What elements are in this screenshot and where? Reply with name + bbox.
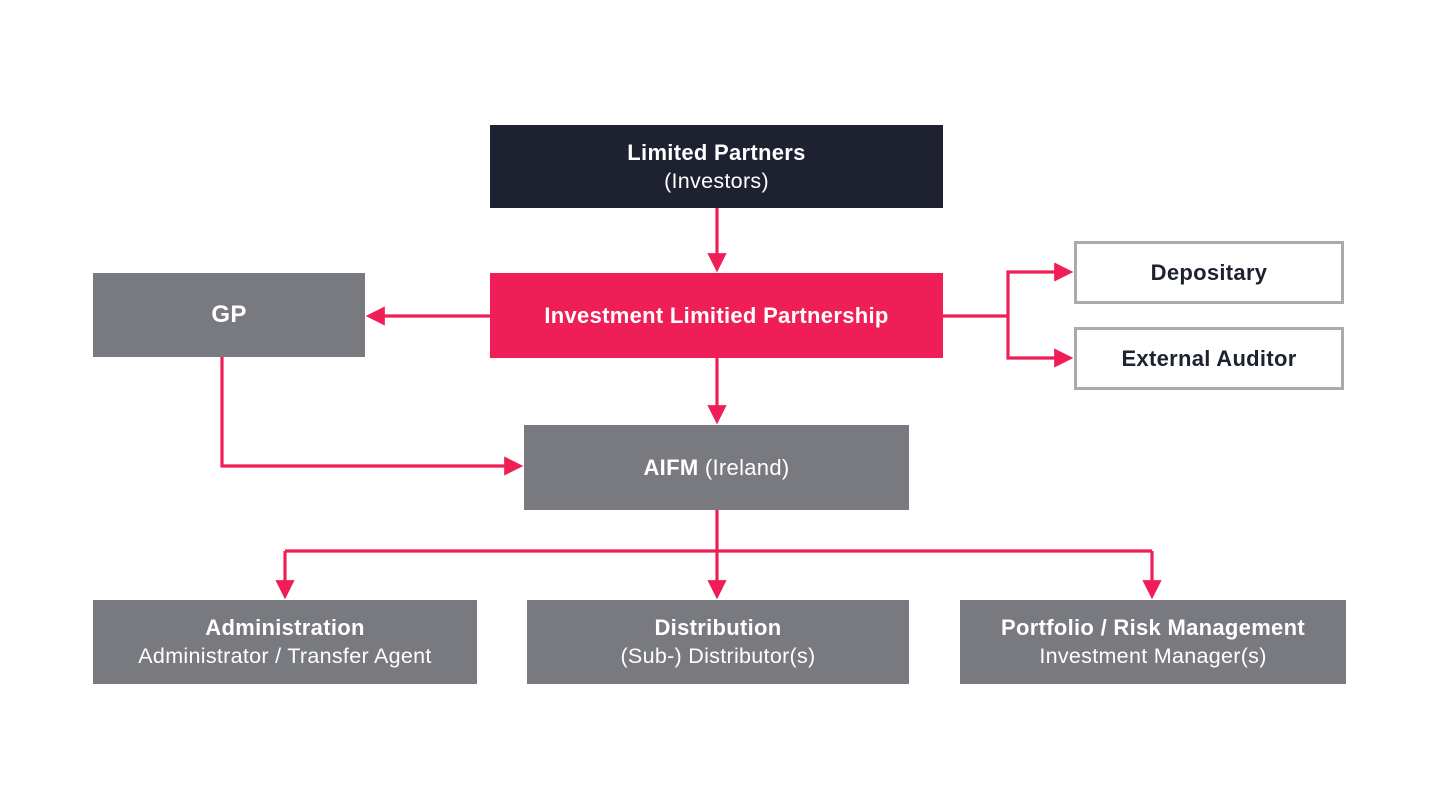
portfolio-subtitle: Investment Manager(s) (1039, 644, 1267, 669)
arrow-gp-to-aifm (220, 357, 524, 476)
node-depositary: Depositary (1074, 241, 1344, 304)
administration-title: Administration (205, 615, 365, 641)
node-external-auditor: External Auditor (1074, 327, 1344, 390)
limited-partners-title: Limited Partners (627, 139, 806, 165)
node-aifm-ireland: AIFM (Ireland) (524, 425, 909, 510)
node-distribution: Distribution (Sub-) Distributor(s) (527, 600, 909, 684)
node-limited-partners: Limited Partners (Investors) (490, 125, 943, 208)
distribution-title: Distribution (654, 615, 782, 641)
depositary-label: Depositary (1150, 259, 1268, 285)
gp-label: GP (211, 301, 247, 329)
limited-partners-subtitle: (Investors) (664, 168, 769, 193)
node-portfolio-risk-management: Portfolio / Risk Management Investment M… (960, 600, 1346, 684)
node-investment-limited-partnership: Investment Limitied Partnership (490, 273, 943, 358)
ilp-label: Investment Limitied Partnership (544, 302, 889, 328)
portfolio-title: Portfolio / Risk Management (1001, 615, 1305, 641)
administration-subtitle: Administrator / Transfer Agent (138, 644, 432, 669)
arrow-ilp-to-depositary (943, 262, 1074, 318)
node-gp: GP (93, 273, 365, 357)
arrow-ilp-to-auditor (1006, 316, 1074, 368)
aifm-label: AIFM (Ireland) (643, 454, 790, 480)
external-auditor-label: External Auditor (1121, 345, 1297, 371)
node-administration: Administration Administrator / Transfer … (93, 600, 477, 684)
distribution-subtitle: (Sub-) Distributor(s) (620, 644, 816, 669)
